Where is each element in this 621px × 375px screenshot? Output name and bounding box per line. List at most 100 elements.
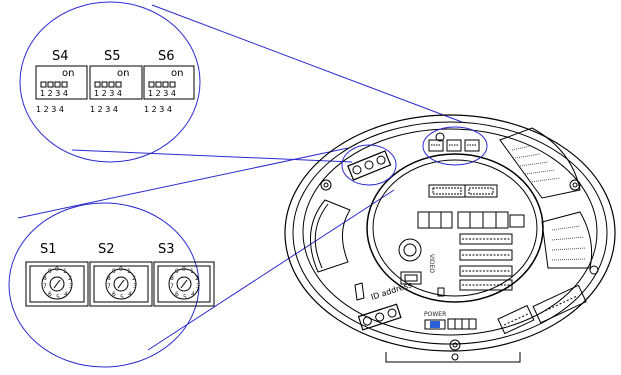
- bottom-callout-line-lower: [147, 189, 395, 351]
- top-callout-line-upper: [151, 4, 463, 123]
- svg-text:0: 0: [55, 266, 59, 273]
- small-terminal: [509, 214, 525, 228]
- dip-block-highlight: [422, 126, 488, 166]
- on-label-s6: on: [171, 68, 183, 79]
- mount-hole-right: [569, 179, 581, 191]
- base-bottom-tab: [385, 352, 521, 363]
- dip-toggles-s4: [40, 81, 68, 88]
- rotary-knob-s3: [176, 276, 192, 292]
- top-callout-line-lower: [71, 149, 353, 163]
- label-plate-upper-right: [499, 127, 581, 199]
- connector-top-right: [464, 184, 498, 198]
- connector-lower-right-2: [497, 304, 535, 335]
- dip-numbers-s5: 1 2 3 4: [94, 89, 122, 98]
- dip-switch-s4: [35, 65, 88, 100]
- svg-text:0: 0: [182, 266, 186, 273]
- rotary-dial-s3: [168, 268, 200, 300]
- svg-text:4: 4: [64, 291, 68, 298]
- svg-text:5: 5: [183, 294, 187, 301]
- svg-text:4: 4: [191, 291, 195, 298]
- dip-numbers-outer-s4: 1 2 3 4: [36, 105, 64, 114]
- svg-text:1: 1: [190, 268, 194, 275]
- svg-text:5: 5: [120, 294, 124, 301]
- bottom-callout-line-upper: [17, 147, 349, 219]
- video-label: VIDEO: [428, 254, 435, 273]
- base-plate-edge: [302, 128, 598, 336]
- rotary-switch-s3: [153, 261, 215, 307]
- dip-toggles-s5: [94, 81, 122, 88]
- on-label-s5: on: [117, 68, 129, 79]
- svg-text:2: 2: [132, 275, 136, 282]
- connector-lower-right: [532, 284, 587, 324]
- label-plate-right: [541, 211, 593, 269]
- mount-hole-left: [320, 179, 332, 191]
- rotary-pointer-s3: [180, 279, 188, 289]
- svg-text:9: 9: [48, 268, 52, 275]
- svg-text:4: 4: [128, 291, 132, 298]
- device-base: VIDEO ID address POWER: [284, 114, 616, 363]
- dip-switch-s5: [89, 65, 143, 100]
- svg-text:8: 8: [43, 275, 47, 282]
- dip-switch-s6: [143, 65, 195, 100]
- svg-text:5: 5: [56, 294, 60, 301]
- jumper: [437, 287, 445, 297]
- rotary-dial-s1: [41, 268, 73, 300]
- svg-text:6: 6: [112, 291, 116, 298]
- rotary-switch-s2-inner: [93, 265, 149, 303]
- svg-text:8: 8: [170, 275, 174, 282]
- svg-text:2: 2: [68, 275, 72, 282]
- rotary-dial-s2: [105, 268, 137, 300]
- mount-hole-bottom: [449, 339, 461, 351]
- svg-text:3: 3: [69, 283, 73, 290]
- switch-label-s5: S5: [104, 49, 121, 64]
- dip-callout-circle: [19, 1, 201, 163]
- center-ring-outer: [366, 153, 544, 303]
- cable-clip: [354, 282, 365, 301]
- dip-numbers-s6: 1 2 3 4: [148, 89, 176, 98]
- svg-text:6: 6: [48, 291, 52, 298]
- mount-hole-top: [435, 132, 445, 142]
- svg-text:1: 1: [127, 268, 131, 275]
- svg-text:8: 8: [107, 275, 111, 282]
- id-address-block: [357, 303, 402, 331]
- base-rim-inner: [292, 121, 608, 345]
- switch-label-s6: S6: [158, 49, 175, 64]
- rotary-block-highlight: [341, 144, 397, 186]
- svg-text:7: 7: [43, 283, 47, 290]
- switch-label-s2: S2: [98, 242, 115, 257]
- callout-connector-lines: [17, 4, 463, 351]
- svg-text:9: 9: [175, 268, 179, 275]
- switch-label-s4: S4: [52, 49, 69, 64]
- rotary-switch-s3-inner: [157, 265, 211, 303]
- dip-toggles-s6: [148, 81, 176, 88]
- svg-text:7: 7: [170, 283, 174, 290]
- svg-text:9: 9: [112, 268, 116, 275]
- connector-top-left: [428, 184, 466, 198]
- dip-switch-callout: S4 on 1 2 3 4 1 2 3 4 S5 on 1 2 3 4 1 2 …: [19, 1, 201, 163]
- rotary-knob-s2: [113, 276, 129, 292]
- dip-numbers-outer-s5: 1 2 3 4: [90, 105, 118, 114]
- svg-text:3: 3: [196, 283, 200, 290]
- dip-numbers-outer-s6: 1 2 3 4: [144, 105, 172, 114]
- dip-numbers-s4: 1 2 3 4: [40, 89, 68, 98]
- dip-block-device: [428, 139, 480, 152]
- rotary-block-device: [347, 150, 392, 181]
- svg-text:6: 6: [175, 291, 179, 298]
- rotary-knob-s1: [49, 276, 65, 292]
- switch-label-s1: S1: [40, 242, 57, 257]
- svg-text:3: 3: [133, 283, 137, 290]
- svg-text:1: 1: [63, 268, 67, 275]
- pin-rows: [459, 233, 513, 291]
- power-switch: [424, 319, 446, 330]
- rotary-pointer-s1: [53, 279, 61, 289]
- svg-text:2: 2: [195, 275, 199, 282]
- connector-small-left: [400, 271, 422, 285]
- svg-text:0: 0: [119, 266, 123, 273]
- power-label: POWER: [424, 311, 446, 318]
